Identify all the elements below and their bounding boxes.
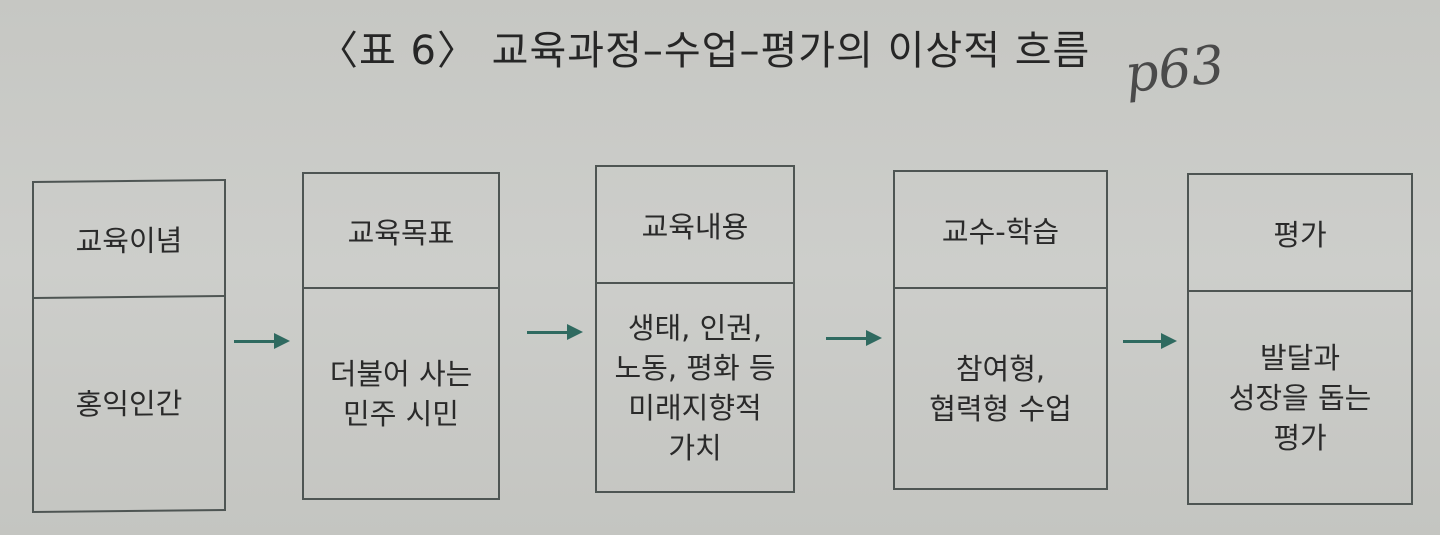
flow-box-ideology: 교육이념 홍익인간 xyxy=(32,178,226,514)
box-header: 평가 xyxy=(1189,175,1411,292)
box-header: 교육목표 xyxy=(304,174,498,289)
flow-box-evaluation: 평가 발달과 성장을 돕는 평가 xyxy=(1187,173,1413,505)
box-body: 발달과 성장을 돕는 평가 xyxy=(1228,340,1372,455)
flow-box-goals: 교육목표 더불어 사는 민주 시민 xyxy=(302,172,500,500)
box-header: 교육내용 xyxy=(597,167,793,284)
box-body: 참여형, 협력형 수업 xyxy=(929,351,1072,426)
box-header: 교육이념 xyxy=(34,181,224,299)
flow-box-teaching-learning: 교수-학습 참여형, 협력형 수업 xyxy=(893,170,1108,490)
box-body: 생태, 인권, 노동, 평화 등 미래지향적 가치 xyxy=(614,310,776,465)
arrow-right-icon xyxy=(826,330,882,346)
box-body: 홍익인간 xyxy=(75,386,183,422)
handwritten-page-note: p63 xyxy=(1122,34,1228,106)
diagram-title: 〈표 6〉 교육과정–수업–평가의 이상적 흐름 xyxy=(318,28,1091,74)
box-body: 더불어 사는 민주 시민 xyxy=(329,356,473,431)
arrow-right-icon xyxy=(234,333,290,349)
box-header: 교수-학습 xyxy=(895,172,1106,289)
arrow-right-icon xyxy=(1123,333,1177,349)
flow-box-content: 교육내용 생태, 인권, 노동, 평화 등 미래지향적 가치 xyxy=(595,165,795,493)
arrow-right-icon xyxy=(527,324,583,340)
